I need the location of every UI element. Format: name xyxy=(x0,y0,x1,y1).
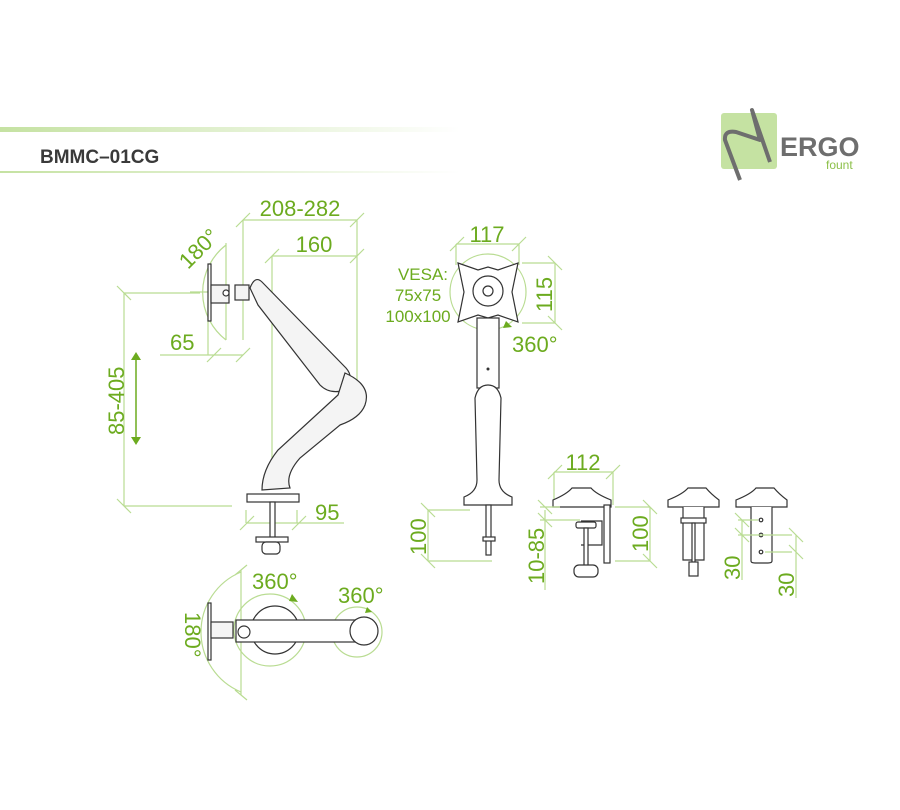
elbow-swivel-label: 360° xyxy=(338,583,384,608)
base-width-label: 95 xyxy=(315,500,339,525)
reach-label: 208-282 xyxy=(260,196,341,221)
side-tilt-label: 180° xyxy=(174,224,224,274)
base-swivel-label: 360° xyxy=(252,569,298,594)
pole-below-label: 100 xyxy=(406,518,431,555)
vesa-label: VESA: xyxy=(398,265,448,284)
arm-offset-label: 160 xyxy=(296,232,333,257)
clamp-view xyxy=(537,464,658,590)
top-tilt-label: 180° xyxy=(180,612,205,658)
vesa-100-label: 100x100 xyxy=(385,307,450,326)
grommet-spacing-1-label: 30 xyxy=(720,556,745,580)
clamp-height-label: 100 xyxy=(628,515,653,552)
header-bar-top xyxy=(0,127,460,132)
header-bar-bottom xyxy=(0,171,460,173)
grommet-spacing-2-label: 30 xyxy=(774,573,799,597)
front-height-label: 115 xyxy=(532,277,557,312)
top-view xyxy=(200,564,383,701)
logo-brand: ERGO xyxy=(780,132,860,162)
model-title: BMMC–01CG xyxy=(40,147,159,168)
clamp-front-view xyxy=(667,487,720,577)
vesa-75-label: 75x75 xyxy=(395,286,441,305)
grommet-view xyxy=(734,487,804,598)
ergofount-logo: ERGO fount xyxy=(721,108,860,181)
side-view xyxy=(116,212,367,555)
clamp-width-label: 112 xyxy=(565,450,600,475)
front-view xyxy=(420,236,563,569)
logo-sub: fount xyxy=(826,158,853,172)
rotation-label: 360° xyxy=(512,332,558,357)
front-width-label: 117 xyxy=(469,222,504,247)
desk-thickness-label: 10-85 xyxy=(524,528,549,584)
plate-offset-label: 65 xyxy=(170,330,194,355)
height-range-label: 85-405 xyxy=(104,366,129,435)
